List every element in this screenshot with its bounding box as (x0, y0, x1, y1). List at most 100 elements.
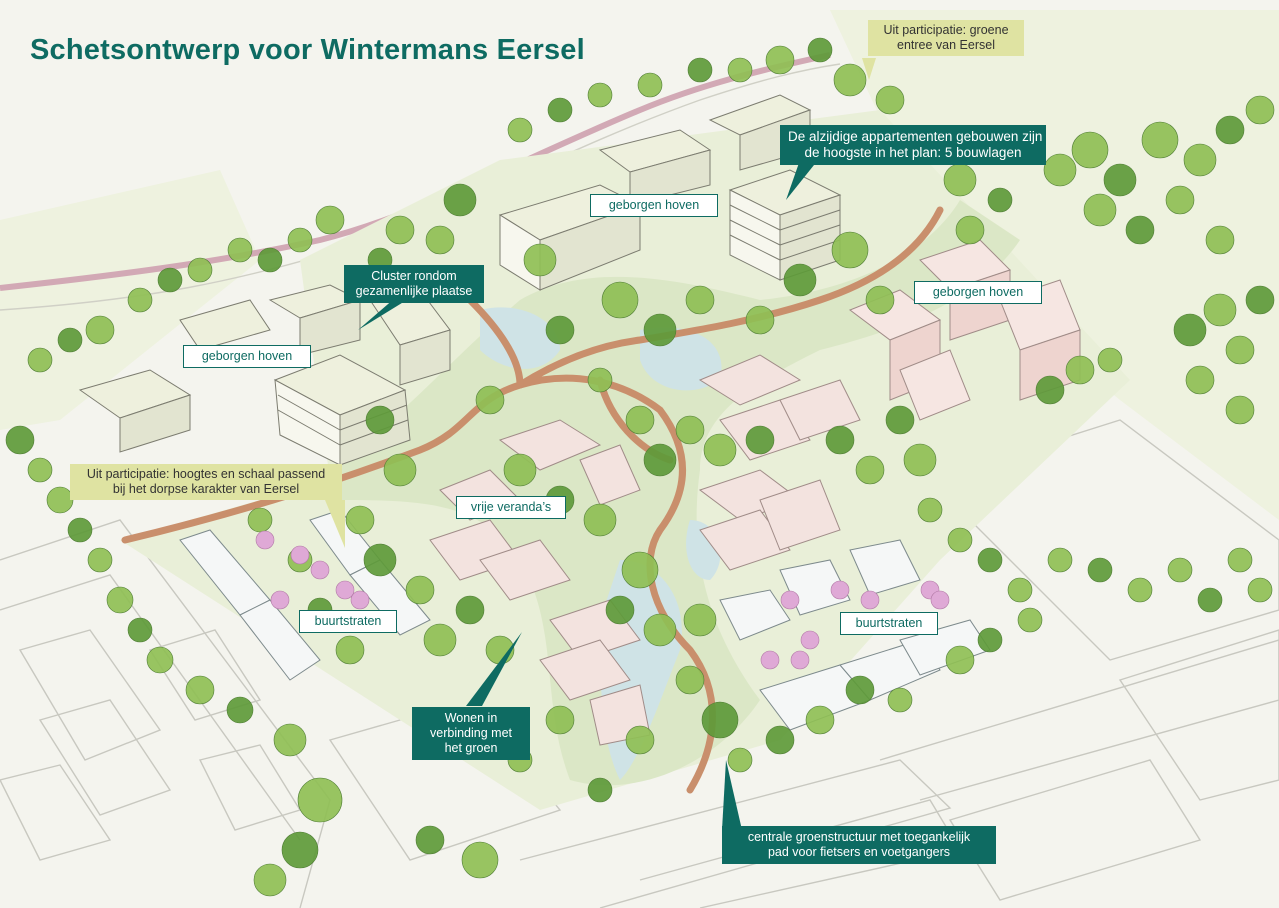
tree-icon (845, 675, 875, 705)
blossom-tree-icon (860, 590, 880, 610)
label-wonen-groen: Wonen in verbinding met het groen (412, 707, 530, 760)
tree-icon (675, 665, 705, 695)
tree-icon (127, 287, 153, 313)
label-groenstructuur-line1: centrale groenstructuur met toegankelijk (747, 830, 971, 844)
tree-icon (247, 507, 273, 533)
tree-icon (1165, 185, 1195, 215)
tree-icon (1065, 355, 1095, 385)
label-groene-entree-line1: Uit participatie: groene (883, 23, 1009, 37)
tree-icon (1141, 121, 1179, 159)
tree-icon (605, 595, 635, 625)
tree-icon (955, 215, 985, 245)
tree-icon (1047, 547, 1073, 573)
callout-pointers (325, 58, 876, 830)
tree-icon (281, 831, 319, 869)
pointer-groenstructuur (722, 760, 742, 830)
tree-icon (903, 443, 937, 477)
label-buurtstraten-east: buurtstraten (840, 612, 938, 635)
tree-icon (805, 705, 835, 735)
tree-icon (625, 725, 655, 755)
tree-icon (1205, 225, 1235, 255)
blossom-trees (255, 530, 950, 670)
label-groenstructuur: centrale groenstructuur met toegankelijk… (722, 826, 996, 864)
tree-icon (27, 457, 53, 483)
tree-icon (643, 313, 677, 347)
tree-icon (727, 747, 753, 773)
tree-icon (977, 547, 1003, 573)
tree-icon (57, 327, 83, 353)
tree-icon (385, 215, 415, 245)
blossom-tree-icon (930, 590, 950, 610)
tree-icon (1245, 285, 1275, 315)
tree-icon (587, 777, 613, 803)
blossom-tree-icon (800, 630, 820, 650)
apartment-block-west (273, 354, 411, 466)
tree-icon (1087, 557, 1113, 583)
tree-icon (87, 547, 113, 573)
tree-icon (315, 205, 345, 235)
label-groenstructuur-line2: pad voor fietsers en voetgangers (767, 845, 951, 859)
label-groene-entree: Uit participatie: groene entree van Eers… (868, 20, 1024, 56)
tree-icon (1225, 335, 1255, 365)
blossom-tree-icon (350, 590, 370, 610)
tree-icon (545, 705, 575, 735)
tree-icon (687, 57, 713, 83)
tree-icon (475, 385, 505, 415)
tree-icon (807, 37, 833, 63)
tree-icon (765, 725, 795, 755)
tree-icon (977, 627, 1003, 653)
tree-icon (423, 623, 457, 657)
blossom-tree-icon (290, 545, 310, 565)
label-geborgen-hoven-west: geborgen hoven (183, 345, 311, 368)
tree-icon (226, 696, 254, 724)
label-vrije-verandas: vrije veranda’s (456, 496, 566, 519)
tree-icon (1247, 577, 1273, 603)
label-buurtstraten-west: buurtstraten (299, 610, 397, 633)
tree-icon (1225, 395, 1255, 425)
tree-icon (727, 57, 753, 83)
tree-icon (865, 285, 895, 315)
tree-icon (297, 777, 343, 823)
tree-icon (855, 455, 885, 485)
tree-icon (621, 551, 659, 589)
tree-icon (405, 575, 435, 605)
tree-icon (146, 646, 174, 674)
tree-icon (887, 687, 913, 713)
blossom-tree-icon (270, 590, 290, 610)
tree-icon (885, 405, 915, 435)
tree-icon (643, 613, 677, 647)
tree-icon (683, 603, 717, 637)
tree-icon (455, 595, 485, 625)
tree-icon (443, 183, 477, 217)
tree-icon (257, 247, 283, 273)
tree-icon (1167, 557, 1193, 583)
tree-icon (547, 97, 573, 123)
tree-icon (685, 285, 715, 315)
tree-icon (637, 72, 663, 98)
tree-icon (833, 63, 867, 97)
tree-icon (187, 257, 213, 283)
tree-icon (1215, 115, 1245, 145)
tree-icon (365, 405, 395, 435)
label-geborgen-hoven-north: geborgen hoven (590, 194, 718, 217)
tree-icon (1203, 293, 1237, 327)
tree-icon (587, 367, 613, 393)
tree-icon (875, 85, 905, 115)
pointer-groene-entree (862, 58, 876, 80)
tree-icon (106, 586, 134, 614)
tree-icon (227, 237, 253, 263)
tree-icon (363, 543, 397, 577)
label-geborgen-hoven-east: geborgen hoven (914, 281, 1042, 304)
blossom-tree-icon (830, 580, 850, 600)
tree-icon (1183, 143, 1217, 177)
tree-icon (503, 453, 537, 487)
label-cluster-line1: Cluster rondom (371, 269, 457, 283)
pointer-hoogtes (325, 500, 345, 548)
tree-icon (917, 497, 943, 523)
tree-icon (67, 517, 93, 543)
tree-icon (1007, 577, 1033, 603)
label-hoogtes: Uit participatie: hoogtes en schaal pass… (70, 464, 342, 500)
tree-icon (765, 45, 795, 75)
label-wonen-line1: Wonen in (444, 711, 498, 725)
